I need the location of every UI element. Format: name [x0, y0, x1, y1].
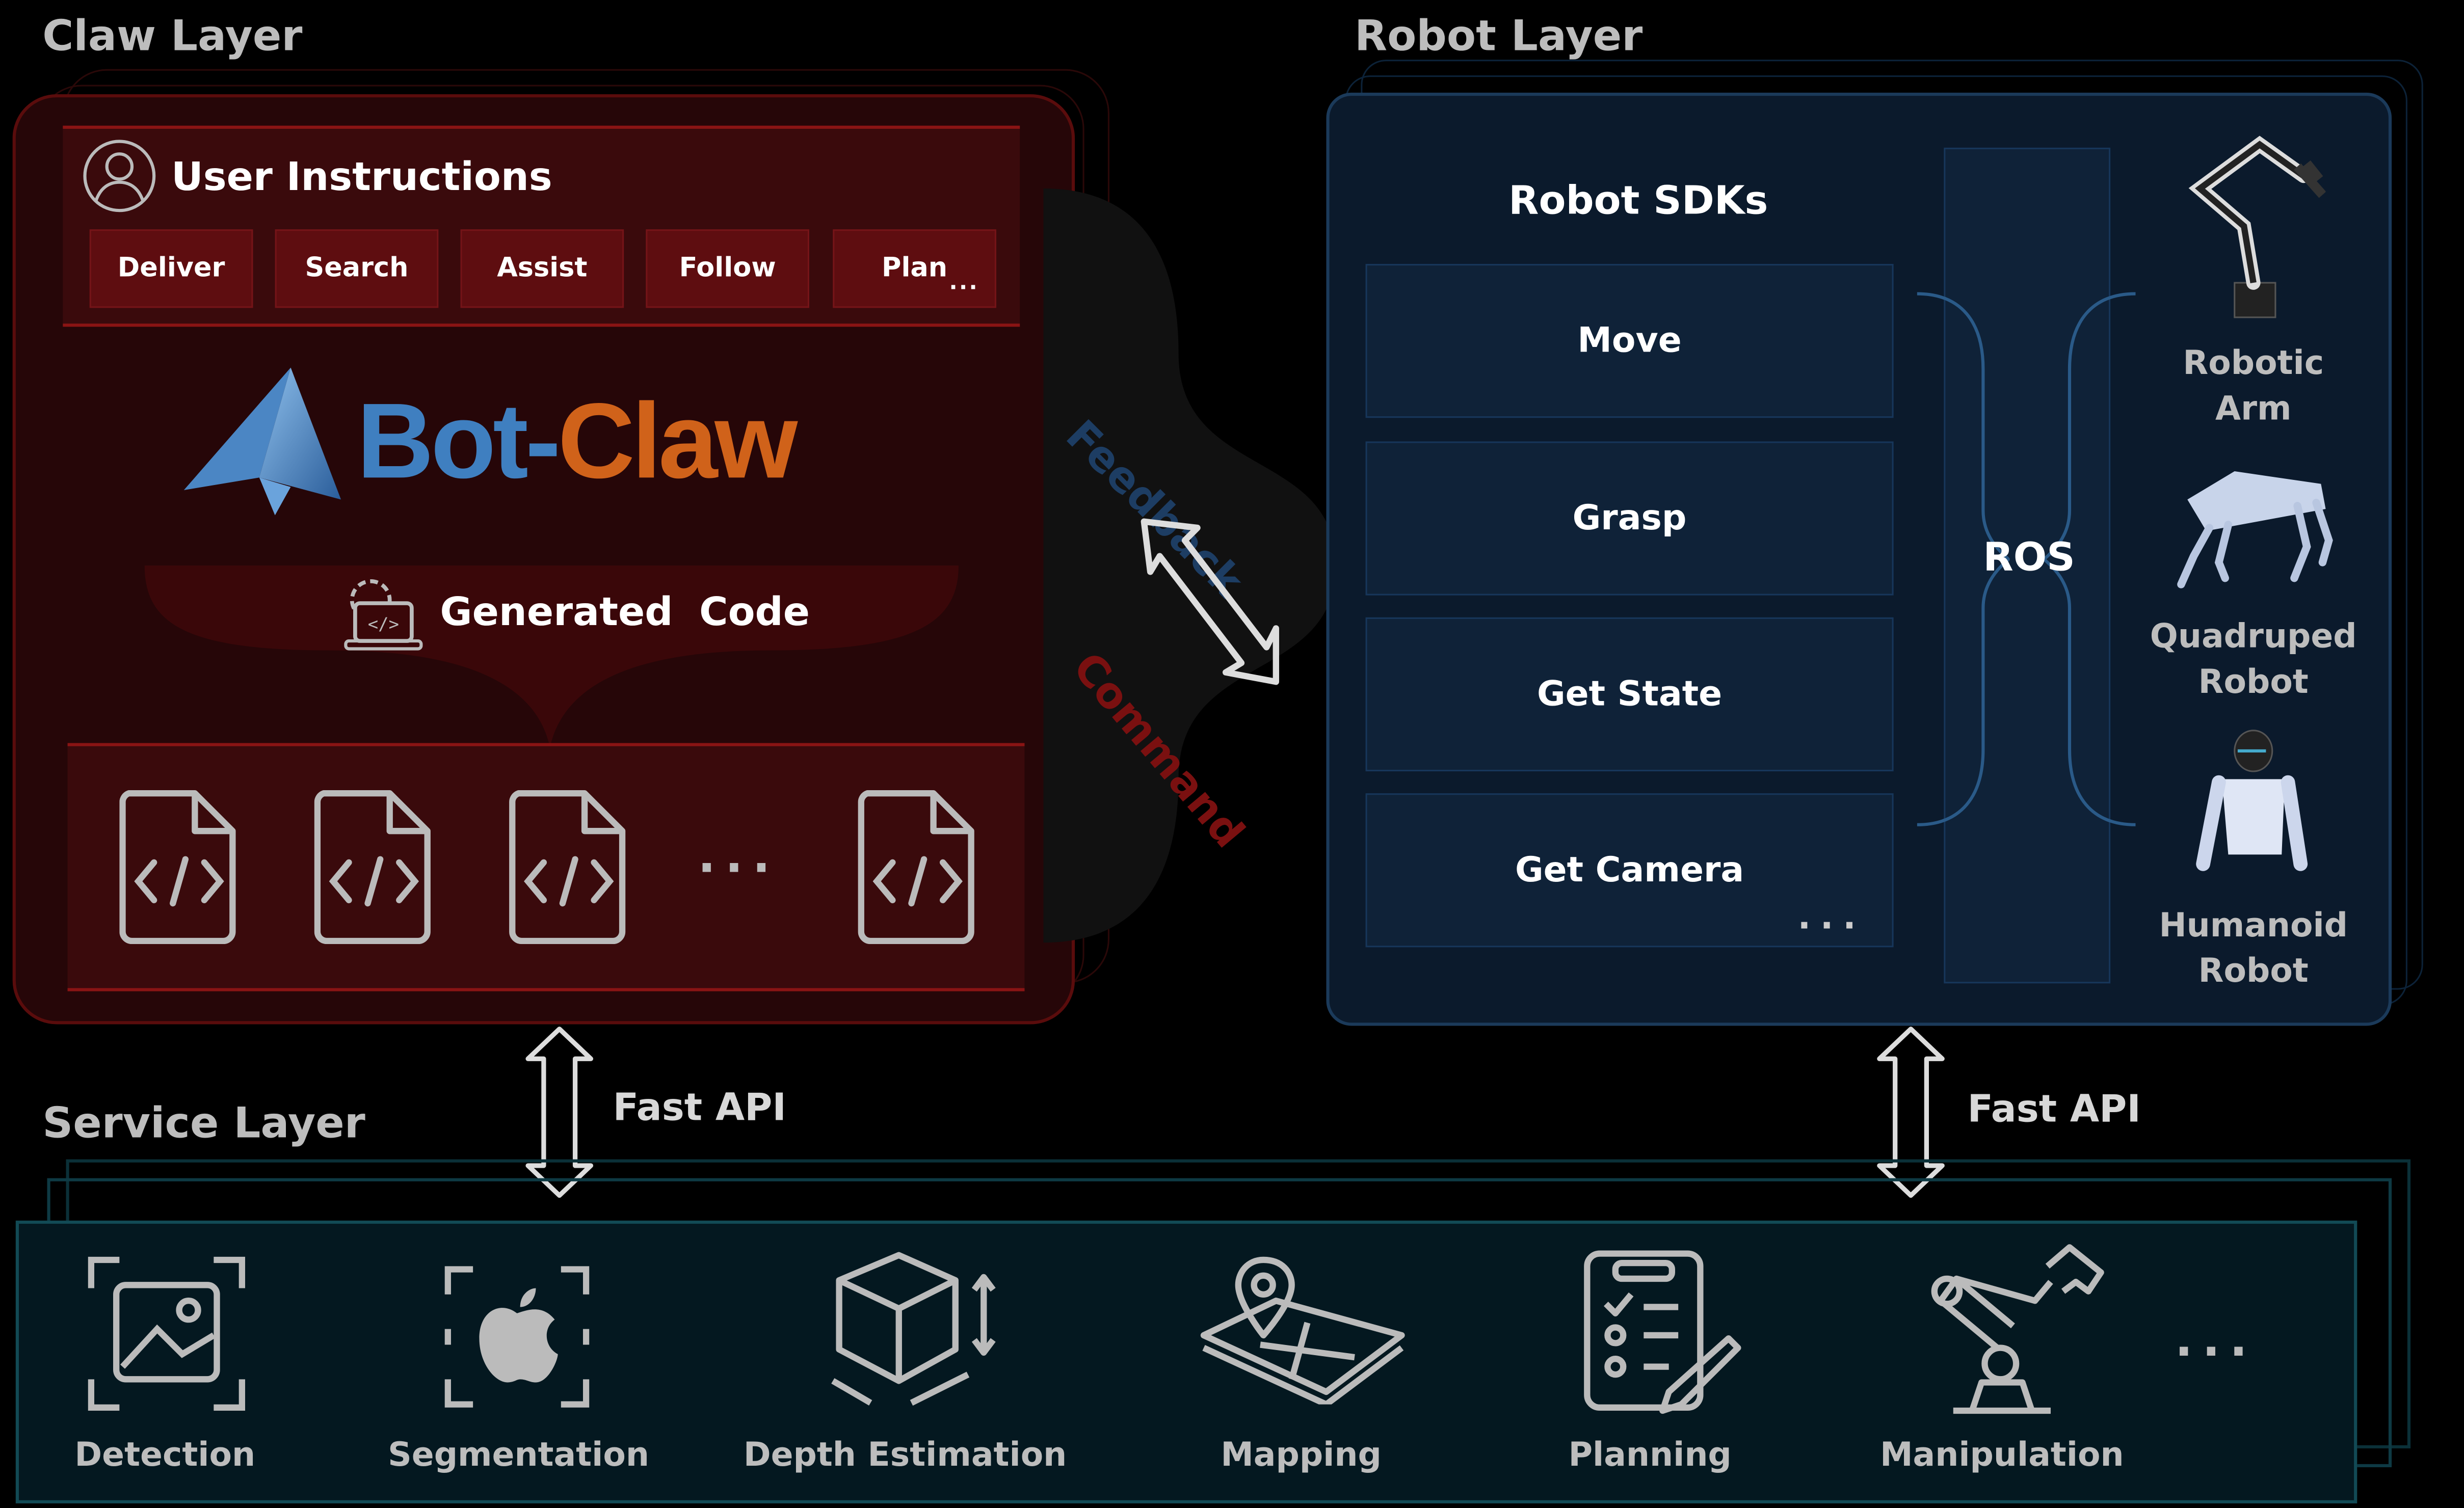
logo-text-claw: Claw [558, 382, 798, 501]
service-detection[interactable]: Detection [74, 1436, 256, 1474]
service-layer-title: Service Layer [42, 1099, 365, 1149]
robot-label-line: Robot [2198, 952, 2309, 990]
robot-layer-title: Robot Layer [1354, 12, 1643, 62]
chip-assist[interactable]: Assist [460, 229, 624, 308]
ros-column [1944, 147, 2111, 984]
robot-label-line: Robot [2198, 663, 2309, 701]
service-more: ... [2175, 1313, 2257, 1368]
connector-band [1043, 188, 1336, 943]
service-segmentation[interactable]: Segmentation [388, 1436, 649, 1474]
humanoid-robot-image [2196, 730, 2308, 871]
fast-api-right-arrow-icon [1877, 1027, 1945, 1198]
bidirectional-arrow-icon [1141, 518, 1279, 685]
sdk-get-camera[interactable]: Get Camera [1365, 793, 1894, 948]
manipulation-icon [1931, 1244, 2104, 1414]
code-file-icon [509, 790, 626, 945]
code-file-icon [858, 790, 974, 945]
ros-brackets [1917, 292, 2136, 826]
chips-more: ... [949, 270, 979, 295]
svg-text:</>: </> [368, 614, 399, 634]
robot-label-line: Quadruped [2150, 617, 2357, 655]
bot-claw-logo-icon [183, 367, 341, 516]
robot-label-line: Robotic [2183, 344, 2324, 382]
service-layer-panel [15, 1220, 2357, 1503]
user-instructions-title: User Instructions [171, 154, 552, 200]
service-mapping[interactable]: Mapping [1221, 1436, 1382, 1474]
robot-label-line: Humanoid [2159, 906, 2348, 945]
logo-text-bot: Bot- [356, 382, 561, 501]
service-planning[interactable]: Planning [1568, 1436, 1732, 1474]
depth-estimation-icon [831, 1252, 996, 1406]
generated-label: Generated [440, 589, 673, 635]
robot-label-line: Arm [2215, 389, 2292, 427]
sdk-get-state[interactable]: Get State [1365, 617, 1894, 771]
sdk-grasp[interactable]: Grasp [1365, 441, 1894, 596]
planning-icon [1584, 1250, 1741, 1414]
sdk-more: ... [1797, 898, 1866, 938]
user-icon [83, 140, 156, 212]
chip-deliver[interactable]: Deliver [89, 229, 253, 308]
fast-api-left-label: Fast API [613, 1085, 786, 1130]
segmentation-icon [444, 1266, 590, 1408]
service-depth-estimation[interactable]: Depth Estimation [743, 1436, 1067, 1474]
robotic-arm-image [2188, 136, 2326, 318]
code-label: Code [699, 589, 810, 635]
quadruped-robot-image [2177, 471, 2333, 588]
fast-api-right-label: Fast API [1967, 1087, 2141, 1132]
claw-layer-title: Claw Layer [42, 12, 303, 62]
mapping-icon [1200, 1256, 1405, 1405]
generated-code-title: Generated Code [440, 589, 810, 634]
fast-api-left-arrow-icon [525, 1027, 594, 1198]
sdk-move[interactable]: Move [1365, 264, 1894, 418]
ros-label: ROS [1983, 534, 2075, 580]
code-file-icon [119, 790, 236, 945]
robot-sdks-title: Robot SDKs [1508, 177, 1768, 223]
code-file-icon [314, 790, 431, 945]
bot-claw-logo-text: Bot-Claw [356, 380, 798, 503]
generated-code-funnel [144, 566, 959, 748]
code-files-panel [67, 743, 1025, 991]
code-gear-icon: </> [344, 579, 423, 651]
chip-search[interactable]: Search [275, 229, 439, 308]
chip-plan[interactable]: Plan [833, 229, 996, 308]
code-files-more: ... [698, 829, 780, 885]
service-manipulation[interactable]: Manipulation [1880, 1436, 2124, 1474]
detection-icon [88, 1256, 246, 1411]
chip-follow[interactable]: Follow [646, 229, 810, 308]
